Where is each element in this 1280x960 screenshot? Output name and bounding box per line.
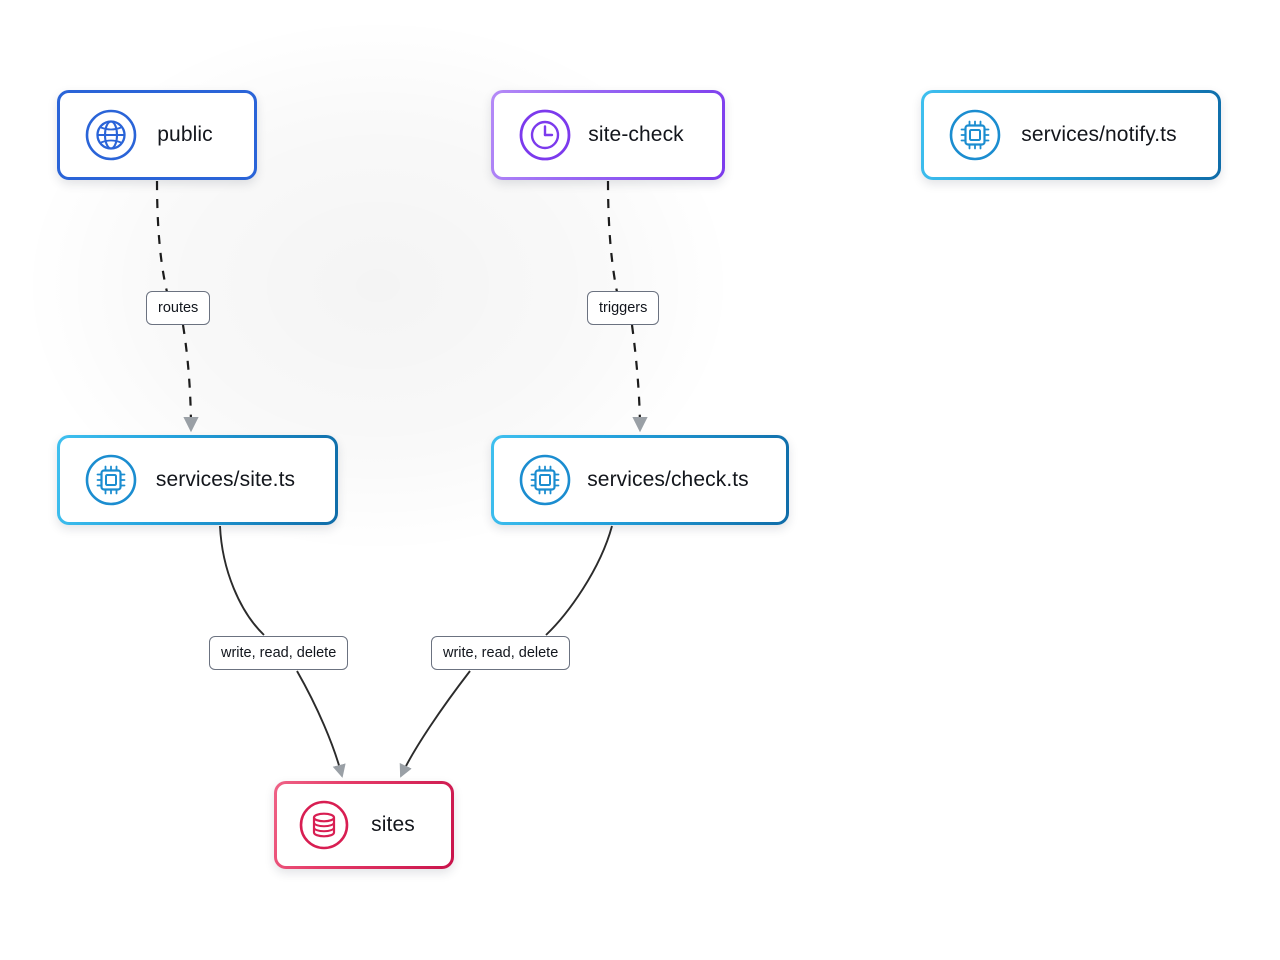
edge-site-to-sites-lower (296, 670, 346, 778)
edge-label-check-writes: write, read, delete (431, 636, 571, 670)
edge-label-routes: routes (146, 291, 211, 325)
edge-label-site-writes: write, read, delete (209, 636, 349, 670)
node-services-site[interactable]: services/site.ts (57, 435, 338, 525)
node-label: sites (371, 813, 415, 836)
database-icon (295, 796, 353, 854)
edge-sitecheck-to-check (606, 180, 619, 293)
node-public[interactable]: public (57, 90, 257, 180)
chip-icon (82, 451, 140, 509)
node-label: public (157, 123, 213, 146)
edge-public-to-site (155, 180, 169, 293)
globe-icon (82, 106, 140, 164)
node-services-notify[interactable]: services/notify.ts (921, 90, 1221, 180)
node-label: services/notify.ts (1021, 123, 1177, 146)
node-label: services/check.ts (587, 468, 749, 491)
edge-sitecheck-to-check-lower (630, 324, 648, 433)
node-site-check[interactable]: site-check (491, 90, 725, 180)
node-label: site-check (588, 123, 684, 146)
edge-check-to-sites-lower (399, 670, 471, 778)
node-label: services/site.ts (155, 468, 296, 491)
node-sites-database[interactable]: sites (274, 781, 454, 869)
clock-icon (516, 106, 574, 164)
node-services-check[interactable]: services/check.ts (491, 435, 789, 525)
edge-check-to-sites (545, 525, 613, 636)
edge-public-to-site-lower (181, 324, 199, 433)
edge-label-triggers: triggers (587, 291, 660, 325)
chip-icon (516, 451, 574, 509)
edge-site-to-sites (219, 525, 265, 636)
chip-icon (946, 106, 1004, 164)
